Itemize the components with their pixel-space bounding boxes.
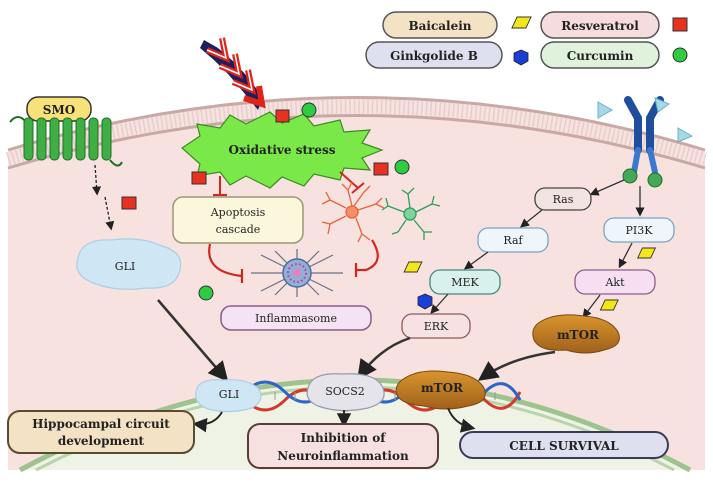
smo-arrow-2 — [104, 196, 115, 231]
mtor-cytoplasm-blob — [532, 314, 620, 354]
ginkgolide-swatch — [513, 49, 529, 66]
rtk-to-ras-arrow — [589, 179, 625, 196]
inhibition-label-line2: Neuroinflammation — [277, 449, 409, 463]
legend-resveratrol-pill — [540, 11, 660, 39]
ligand-triangle-icon — [597, 97, 694, 143]
neuron-icon — [321, 181, 385, 243]
pi3k-label: PI3K — [626, 224, 654, 237]
mek-label: MEK — [451, 276, 479, 289]
inflammasome-box — [220, 305, 372, 331]
baicalein-marker-akt — [599, 299, 619, 311]
raf-to-mek-arrow — [463, 251, 489, 270]
apoptosis-label-line2: cascade — [216, 223, 261, 236]
ras-to-raf-arrow — [519, 209, 543, 228]
baicalein-marker-glia — [403, 261, 423, 273]
legend-curcumin-pill — [540, 41, 660, 69]
mtor-to-nucleus-arrow — [477, 350, 556, 381]
erk-to-socs2-arrow — [357, 336, 411, 381]
mtor-cytoplasm-label: mTOR — [557, 328, 600, 342]
hippocampal-label-line2: development — [58, 434, 145, 448]
legend-resveratrol-label: Resveratrol — [561, 19, 639, 33]
pi3k-to-akt-arrow — [618, 242, 633, 269]
inhibit-bar-3 — [351, 182, 365, 194]
oxidative-stress-burst — [181, 111, 384, 189]
gli-nucleus-label: GLI — [219, 388, 239, 401]
cell-cytoplasm — [8, 97, 705, 470]
legend-ginkgolide-label: Ginkgolide B — [390, 49, 478, 63]
baicalein-marker-pi3k — [636, 247, 657, 259]
erk-box — [401, 313, 471, 339]
gli-nucleus-blob — [195, 379, 262, 413]
cell-survival-box — [459, 431, 669, 459]
resveratrol-swatch — [672, 17, 688, 32]
resveratrol-marker-stress — [275, 109, 290, 123]
mtor-nucleus-label: mTOR — [421, 381, 464, 395]
raf-label: Raf — [503, 234, 523, 247]
mek-box — [429, 269, 501, 295]
inflammasome-icon — [251, 249, 343, 297]
apoptosis-inhibit-inflammasome — [208, 243, 243, 278]
mtor-to-survival-arrow — [447, 407, 476, 433]
socs2-label: SOCS2 — [325, 385, 365, 398]
oxidative-stress-label: Oxidative stress — [229, 143, 336, 157]
resveratrol-marker-glia — [373, 162, 389, 176]
legend: Baicalein Resveratrol Ginkgolide B Curcu… — [365, 11, 688, 69]
socs2-blob — [306, 373, 385, 412]
resveratrol-marker-smo — [121, 196, 137, 210]
akt-to-mtor-arrow — [582, 294, 601, 319]
inhibition-box — [247, 423, 439, 469]
smo-receptor-icon — [9, 116, 123, 167]
apoptosis-box — [172, 196, 304, 244]
curcumin-swatch — [672, 47, 688, 63]
apoptosis-label-line1: Apoptosis — [210, 206, 266, 219]
legend-baicalein-pill — [382, 11, 498, 39]
hippocampal-box — [7, 410, 195, 454]
legend-ginkgolide-pill — [365, 41, 503, 69]
raf-box — [477, 227, 549, 253]
ras-label: Ras — [553, 193, 574, 206]
smo-label: SMO — [43, 103, 75, 117]
gli-to-hippocampal-arrow — [192, 411, 223, 433]
gli-to-nucleus-arrow — [157, 299, 229, 382]
lightning-bolt-icon — [200, 37, 266, 110]
mtor-nucleus-blob — [395, 370, 486, 410]
cell-survival-label: CELL SURVIVAL — [509, 439, 619, 453]
inhibition-label-line1: Inhibition of — [301, 431, 387, 445]
baicalein-swatch — [511, 16, 532, 29]
curcumin-marker-apoptosis — [198, 285, 214, 301]
gli-cytoplasm-label: GLI — [115, 260, 135, 273]
mek-to-erk-arrow — [430, 293, 449, 314]
akt-box — [574, 269, 656, 295]
gli-cytoplasm-blob — [76, 238, 182, 290]
ras-box — [534, 187, 592, 211]
resveratrol-marker-apoptosis — [191, 171, 207, 185]
curcumin-marker-stress — [301, 102, 317, 118]
pi3k-box — [603, 217, 675, 243]
legend-curcumin-label: Curcumin — [567, 49, 634, 63]
ginkgolide-marker-mek — [417, 293, 433, 310]
akt-label: Akt — [604, 276, 625, 289]
inflammasome-label: Inflammasome — [255, 312, 337, 325]
hippocampal-label-line1: Hippocampal circuit — [32, 417, 170, 431]
glia-inhibit-inflammasome — [356, 239, 379, 272]
erk-label: ERK — [424, 320, 449, 333]
curcumin-marker-glia — [394, 159, 410, 175]
legend-baicalein-label: Baicalein — [408, 19, 471, 33]
stress-inhibit-glia — [339, 171, 359, 189]
microglia-icon — [381, 187, 441, 240]
